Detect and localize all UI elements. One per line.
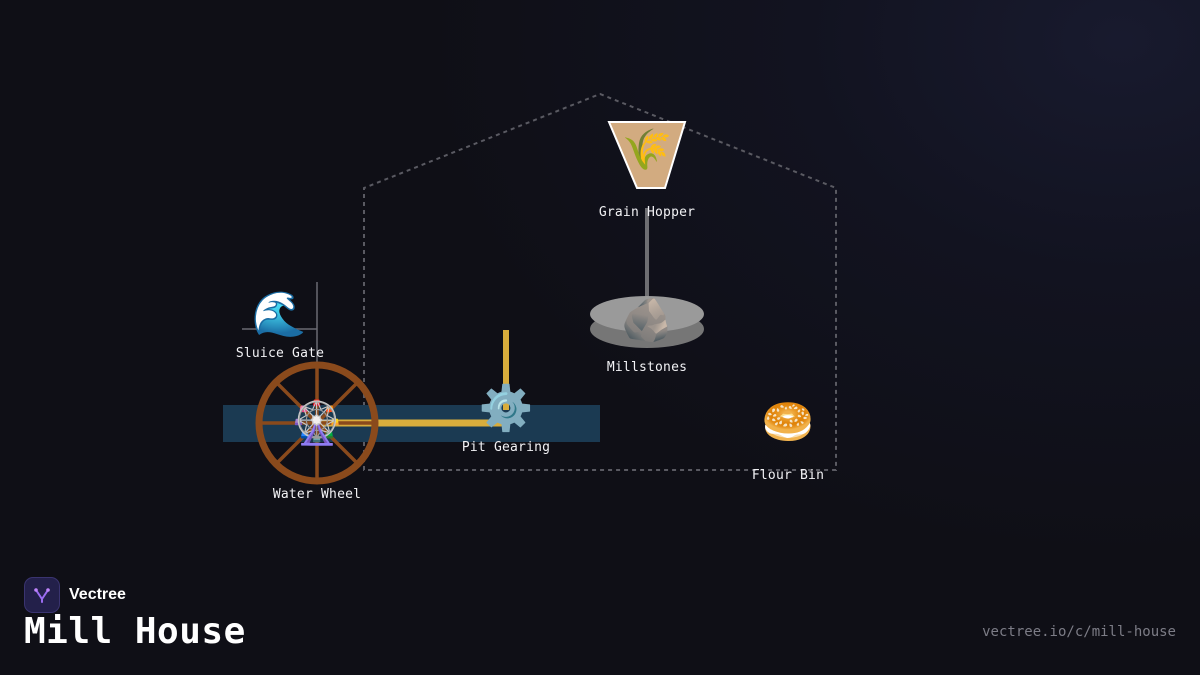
water-wave-icon: 🌊	[251, 289, 307, 340]
mill-house-outline	[363, 92, 837, 471]
flour-bin-label: Flour Bin	[751, 468, 825, 483]
water-wheel	[255, 361, 379, 485]
grain-hopper-funnel	[607, 121, 687, 189]
bagel-icon: 🥯	[761, 397, 815, 446]
brand-name: Vectree	[69, 586, 126, 603]
rock-icon: 🪨	[620, 295, 674, 344]
sheaf-of-rice-icon: 🌾	[622, 127, 672, 173]
brand: Vectree	[24, 577, 126, 613]
ferris-wheel-icon: 🎡	[290, 398, 344, 447]
millstones-label: Millstones	[606, 360, 688, 375]
page-url[interactable]: vectree.io/c/mill-house	[982, 624, 1176, 640]
vectree-logo-icon	[24, 577, 60, 613]
sluice-gate-label: Sluice Gate	[235, 346, 325, 361]
grain-hopper-label: Grain Hopper	[598, 205, 696, 220]
water-wheel-label: Water Wheel	[272, 487, 362, 502]
gear-icon: ⚙️	[478, 383, 534, 434]
pit-gearing-label: Pit Gearing	[461, 440, 551, 455]
millstones-shape	[590, 296, 704, 348]
page-title: Mill House	[24, 611, 246, 652]
